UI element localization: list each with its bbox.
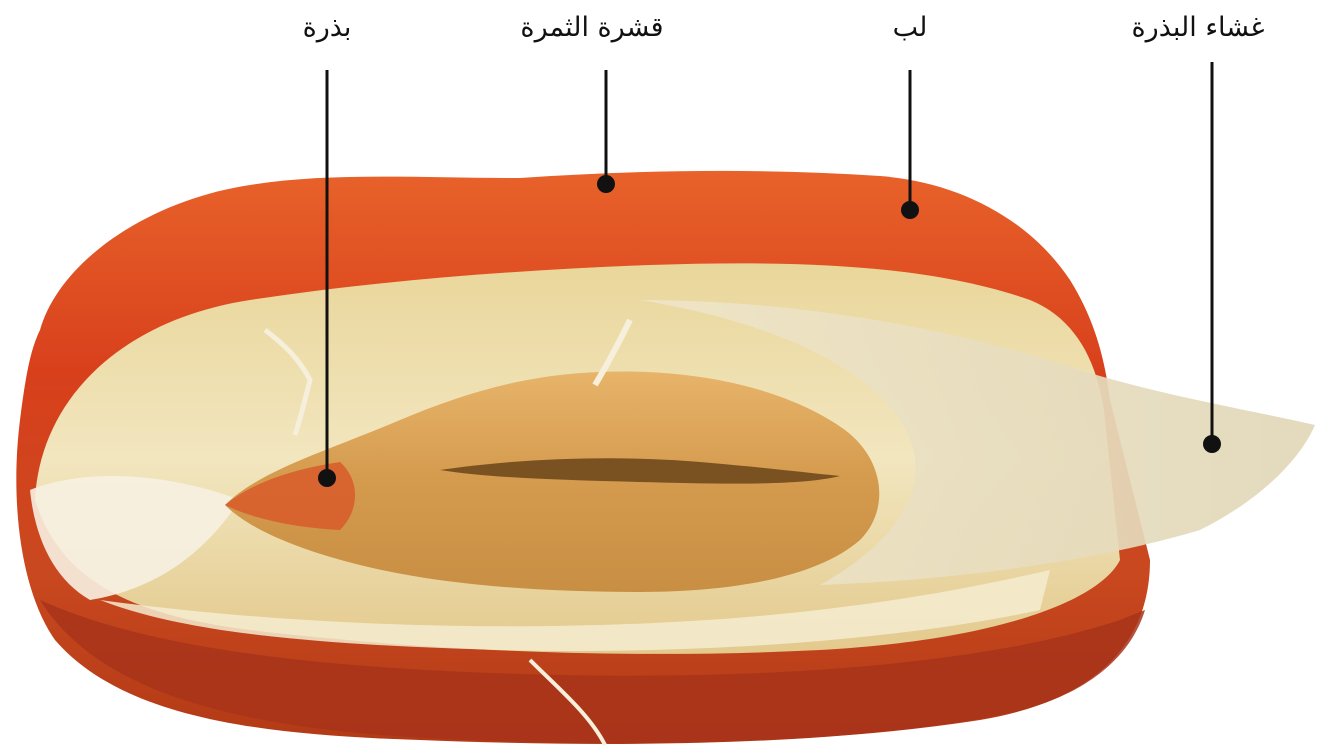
label-seed-membrane: غشاء البذرة — [1132, 10, 1265, 46]
leader-dot-pulp — [901, 201, 919, 219]
label-seed: بذرة — [303, 10, 352, 46]
leader-dot-fruit-skin — [597, 175, 615, 193]
label-fruit-skin: قشرة الثمرة — [520, 10, 663, 46]
leader-dot-seed-membrane — [1203, 435, 1221, 453]
leader-dot-seed — [318, 469, 336, 487]
label-pulp: لب — [893, 10, 928, 46]
